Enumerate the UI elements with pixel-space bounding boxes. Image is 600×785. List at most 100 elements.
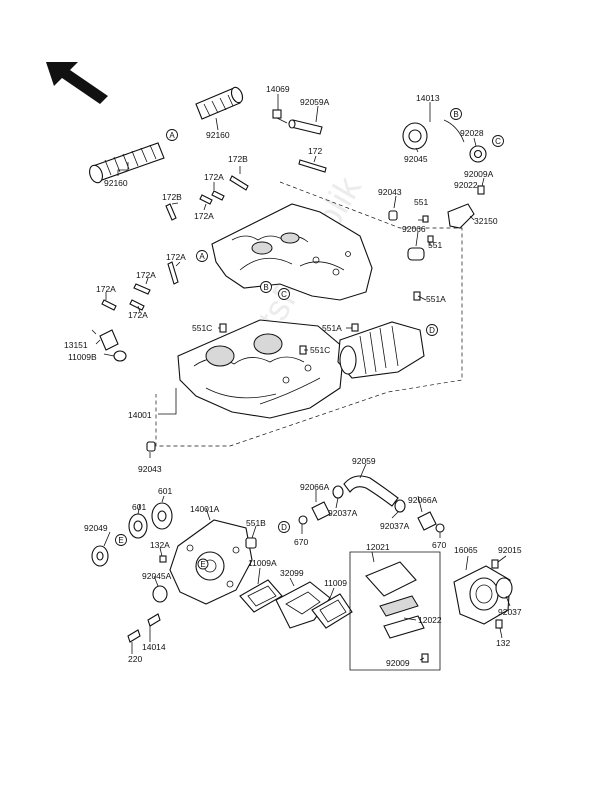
lower-crankcase-half xyxy=(177,319,345,419)
label-13151: 13151 xyxy=(64,340,88,350)
clamp-92037A-1 xyxy=(332,485,344,499)
gasket-11009A xyxy=(239,579,283,613)
label-601-2: 601 xyxy=(158,486,172,496)
callout-E: E xyxy=(115,534,127,546)
bushing-92066 xyxy=(407,247,425,261)
label-551C-2: 551C xyxy=(310,345,330,355)
svg-text:A: A xyxy=(169,131,175,140)
bearing-601-1 xyxy=(128,513,148,539)
label-14001A: 14001A xyxy=(190,504,220,514)
upper-crankcase-half xyxy=(211,203,373,301)
pin-172 xyxy=(298,159,327,173)
label-32099: 32099 xyxy=(280,568,304,578)
label-92043-bottom: 92043 xyxy=(138,464,162,474)
svg-text:A: A xyxy=(199,252,205,261)
label-220: 220 xyxy=(128,654,142,664)
dowel-92043-bottom xyxy=(146,441,156,452)
label-92066: 92066 xyxy=(402,224,426,234)
callout-A-top: A xyxy=(166,129,178,141)
leader-lines xyxy=(95,94,511,661)
seal-92049 xyxy=(91,545,109,567)
reed-valve-kit-box xyxy=(349,551,441,671)
label-172A-5: 172A xyxy=(96,284,116,294)
label-92043-top: 92043 xyxy=(378,187,402,197)
label-92045: 92045 xyxy=(404,154,428,164)
label-32150: 32150 xyxy=(474,216,498,226)
label-14069: 14069 xyxy=(266,84,290,94)
handle-grip-lower xyxy=(89,142,165,184)
bolt-14069 xyxy=(272,109,288,124)
bolt-92015 xyxy=(491,559,499,569)
label-670-2: 670 xyxy=(432,540,446,550)
label-14001: 14001 xyxy=(128,410,152,420)
label-92160-lower: 92160 xyxy=(104,178,128,188)
handle-grip-upper xyxy=(195,86,244,120)
label-92049: 92049 xyxy=(84,523,108,533)
label-11009A: 11009A xyxy=(248,558,277,568)
label-92059: 92059 xyxy=(352,456,376,466)
oring-670-2 xyxy=(435,523,445,533)
label-172: 172 xyxy=(308,146,322,156)
svg-text:E: E xyxy=(200,560,205,569)
label-172A-3: 172A xyxy=(166,252,186,262)
label-92009: 92009 xyxy=(386,658,410,668)
label-14013: 14013 xyxy=(416,93,440,103)
callout-A-case: A xyxy=(196,250,208,262)
callout-B-case: B xyxy=(260,281,272,293)
callout-C-case: C xyxy=(278,288,290,300)
reed-valve-12021 xyxy=(365,561,425,639)
gasket-11009 xyxy=(311,593,353,629)
label-551A-1: 551A xyxy=(426,294,446,304)
sensor-13151 xyxy=(91,329,119,351)
svg-text:B: B xyxy=(263,283,268,292)
label-172B-2: 172B xyxy=(162,192,182,202)
label-172B-1: 172B xyxy=(228,154,248,164)
label-132: 132 xyxy=(496,638,510,648)
label-92037: 92037 xyxy=(498,607,522,617)
svg-text:B: B xyxy=(453,110,458,119)
clamp-92037A-2 xyxy=(394,499,406,513)
svg-text:D: D xyxy=(281,523,287,532)
label-92022: 92022 xyxy=(454,180,478,190)
label-92037A-1: 92037A xyxy=(328,508,358,518)
callout-D-hose: D xyxy=(278,521,290,533)
label-172A-2: 172A xyxy=(194,211,214,221)
pin-92059A xyxy=(288,119,323,135)
label-551-top: 551 xyxy=(414,197,428,207)
bolt-14014 xyxy=(147,613,161,627)
label-551-bottom: 551 xyxy=(428,240,442,250)
label-172A-6: 172A xyxy=(128,310,148,320)
label-92066A-1: 92066A xyxy=(300,482,330,492)
front-direction-arrow-icon xyxy=(46,62,108,104)
label-92160-upper: 92160 xyxy=(206,130,230,140)
bolt-132A xyxy=(159,555,167,563)
label-12022: 12022 xyxy=(418,615,442,625)
pin-172B-1 xyxy=(229,175,249,191)
label-551B: 551B xyxy=(246,518,266,528)
label-14014: 14014 xyxy=(142,642,166,652)
svg-text:C: C xyxy=(281,290,287,299)
label-16065: 16065 xyxy=(454,545,478,555)
fitting-92066A-1 xyxy=(311,501,331,521)
pin-172A-side xyxy=(167,261,179,285)
label-670-1: 670 xyxy=(294,537,308,547)
label-92059A: 92059A xyxy=(300,97,330,107)
dowels-551 xyxy=(422,215,434,243)
svg-text:C: C xyxy=(495,137,501,146)
cover-14001A xyxy=(169,519,253,605)
dowel-551A xyxy=(351,291,421,332)
label-551C-1: 551C xyxy=(192,323,212,333)
label-172A-1: 172A xyxy=(204,172,224,182)
label-132A: 132A xyxy=(150,540,170,550)
bolt-220 xyxy=(127,629,141,643)
svg-text:D: D xyxy=(429,326,435,335)
bearing-601-2 xyxy=(151,502,173,530)
inlet-flange-16065 xyxy=(453,565,511,625)
callout-B-top: B xyxy=(450,108,462,120)
callout-D: D xyxy=(426,324,438,336)
fitting-92066A-2 xyxy=(417,511,437,531)
label-92028: 92028 xyxy=(460,128,484,138)
clamp-92037 xyxy=(495,577,513,599)
label-92009A: 92009A xyxy=(464,169,494,179)
